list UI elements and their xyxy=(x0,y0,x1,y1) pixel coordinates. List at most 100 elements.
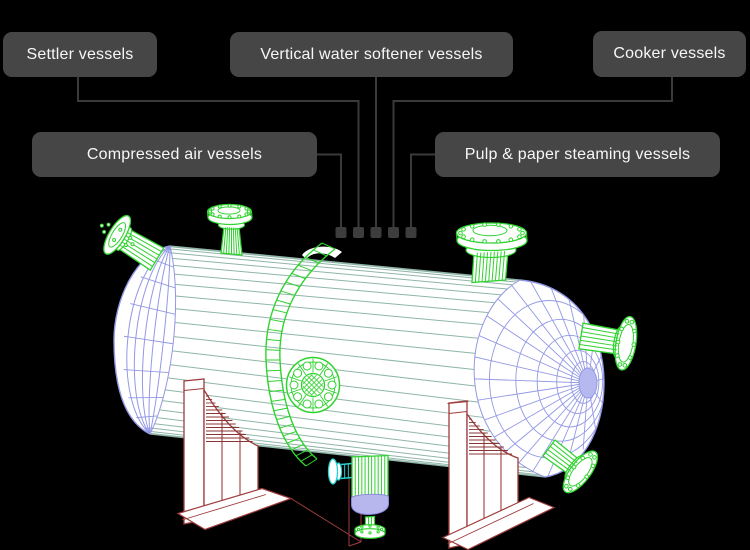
saddle-ribs xyxy=(221,412,241,512)
pipe-flange xyxy=(327,458,343,485)
head-pole xyxy=(578,367,598,399)
marker-square xyxy=(335,227,347,238)
hatch-line xyxy=(547,449,574,469)
head-spoke xyxy=(527,280,589,384)
bolt-hole xyxy=(217,214,222,219)
bolt-hole xyxy=(293,368,303,378)
saddle-base-edge xyxy=(447,503,534,545)
head-latitude xyxy=(140,276,176,289)
bolt-hole xyxy=(227,215,232,220)
nozzle-upper-left xyxy=(99,214,165,272)
band-hatch xyxy=(265,349,280,351)
hatch-line xyxy=(234,227,238,255)
manway-tick xyxy=(289,376,302,382)
bolt-hole xyxy=(227,203,232,208)
band-hatch xyxy=(295,449,309,457)
band-hatch xyxy=(271,398,286,402)
marker-square xyxy=(370,227,382,238)
head-latitude xyxy=(144,427,153,430)
band-hatch xyxy=(272,309,288,314)
bolt-hole xyxy=(584,474,590,479)
shell-striation xyxy=(175,295,483,326)
head-latitude xyxy=(163,249,172,254)
crosshatch-line xyxy=(302,374,323,395)
saddle-back-legs xyxy=(290,474,362,547)
pipe-walls xyxy=(340,462,353,480)
callout-label: Cooker vessels xyxy=(613,45,726,62)
bolt-hole xyxy=(629,319,635,325)
connector-pulp-paper xyxy=(410,153,435,227)
band-hatch xyxy=(266,338,281,342)
bolt-hole xyxy=(508,223,514,229)
bolt-hole xyxy=(588,452,593,457)
bolt-hole xyxy=(631,342,637,347)
band-hatch xyxy=(269,318,285,323)
callout-compressed-air-vessels: Compressed air vessels xyxy=(32,132,317,177)
bolt-hole xyxy=(244,212,249,217)
band-hatch xyxy=(283,430,297,437)
hatch-line xyxy=(498,251,502,281)
bolt-hole xyxy=(302,399,312,409)
bolt-hole xyxy=(632,328,637,334)
bolt-hole xyxy=(123,243,128,248)
head-spoke xyxy=(488,290,589,384)
hatch-line xyxy=(491,251,495,282)
bolt-hole xyxy=(360,525,364,529)
bolt-hole xyxy=(323,368,333,378)
shell-striation xyxy=(165,389,491,432)
hatch-line xyxy=(581,331,619,339)
bolt-hole xyxy=(496,239,501,244)
drain-band xyxy=(351,493,389,515)
nozzle-right-side xyxy=(578,315,638,371)
bolt-hole xyxy=(458,230,463,236)
saddle-column xyxy=(448,400,468,549)
flange-sides xyxy=(206,211,253,218)
callout-label: Pulp & paper steaming vessels xyxy=(464,145,691,163)
bolt-hole xyxy=(293,392,303,402)
bolt-hole xyxy=(590,463,596,469)
bolt-hole xyxy=(106,222,111,227)
bolt-hole xyxy=(302,361,312,371)
bolt-hole xyxy=(208,209,212,214)
band-hatch xyxy=(280,290,295,296)
callout-connectors xyxy=(77,77,673,238)
connector-settler xyxy=(77,77,360,227)
bolt-hole xyxy=(575,483,581,488)
left-head-grid xyxy=(123,245,176,435)
bolt-hole xyxy=(496,222,501,227)
band-hatch xyxy=(285,281,300,288)
bolt-hole xyxy=(617,362,623,367)
manway-tick xyxy=(319,394,329,407)
foot-sides xyxy=(354,529,386,534)
drain-side-pipe xyxy=(327,458,353,485)
nozzle-top-large xyxy=(455,222,528,284)
bolt-hole xyxy=(237,204,242,209)
bolt-hole xyxy=(469,223,475,229)
flange-inner xyxy=(472,224,508,237)
flange-inner xyxy=(108,222,127,248)
bolt-hole xyxy=(368,524,372,528)
flange-disc xyxy=(614,315,638,371)
bolt-hole xyxy=(615,353,620,358)
manway-tick xyxy=(324,388,337,394)
marker-square xyxy=(388,227,399,238)
hatch-line xyxy=(478,252,482,283)
flange-sides xyxy=(455,232,528,241)
hatch-line xyxy=(481,252,485,282)
flange-disc xyxy=(327,458,339,485)
bolt-hole xyxy=(99,223,104,228)
head-spoke xyxy=(474,327,589,384)
bolt-hole xyxy=(244,206,249,211)
shell-striation xyxy=(175,308,479,339)
hatch-line xyxy=(228,227,231,254)
bolt-hole xyxy=(237,214,242,219)
saddle-ribs xyxy=(483,433,502,529)
callout-label: Compressed air vessels xyxy=(86,145,263,163)
band-bump-fill xyxy=(302,246,342,259)
callout-label: Settler vessels xyxy=(26,45,134,63)
head-spoke xyxy=(507,382,589,476)
bolt-hole xyxy=(571,464,577,470)
hatch-line xyxy=(501,251,506,281)
head-spoke xyxy=(527,382,589,477)
